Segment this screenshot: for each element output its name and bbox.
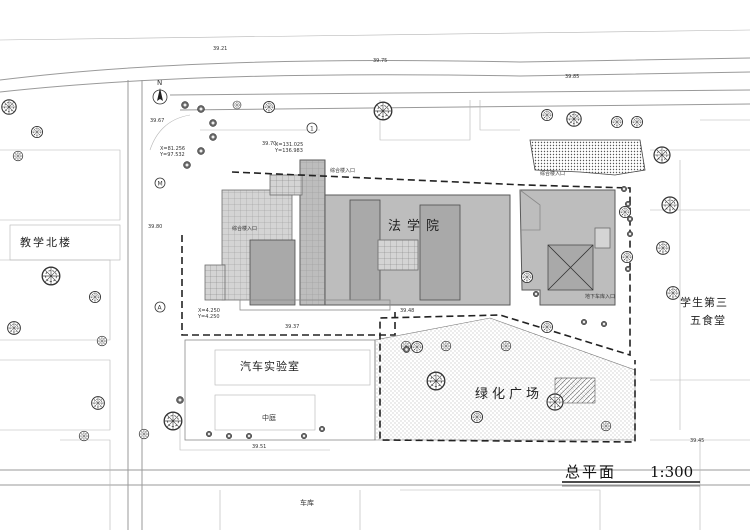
auto-lab-building: [184, 339, 376, 441]
coord-label: X=131.025: [275, 142, 303, 148]
svg-text:A: A: [158, 305, 163, 312]
svg-text:N: N: [157, 79, 162, 87]
drawing-title-block: 总平面 1:300: [562, 463, 700, 487]
site-boundary-line: [231, 171, 636, 443]
north-arrow-icon: N: [152, 79, 168, 105]
green-plaza-area: [374, 317, 636, 441]
elevation-label: 39.67: [150, 118, 164, 124]
cafeteria-label-line2: 五食堂: [690, 313, 726, 327]
teaching-north-building: [9, 224, 121, 261]
garage-entrance-label: 地下车库入口: [585, 293, 615, 300]
auto-lab-label: 汽车实验室: [240, 359, 300, 373]
elevation-label: 39.80: [148, 224, 162, 230]
law-school-complex: [204, 159, 511, 311]
entrance-label-2: 综合楼入口: [232, 225, 257, 232]
elevation-label: 39.70: [262, 141, 276, 147]
small-note: 中庭: [262, 413, 276, 422]
east-building: [519, 189, 616, 306]
cafeteria-label-line1: 学生第三: [680, 295, 728, 309]
elevation-label: 39.51: [252, 444, 266, 450]
elevation-label: 39.21: [213, 46, 227, 52]
coord-label: X=4.250: [198, 308, 220, 314]
survey-background: [0, 29, 750, 530]
svg-text:1: 1: [310, 126, 314, 133]
grid-marker-m: M: [154, 177, 166, 189]
coord-label: Y=4.250: [197, 314, 220, 320]
coord-label: Y=97.532: [159, 152, 185, 158]
entrance-label-1: 综合楼入口: [330, 167, 355, 174]
coord-label: X=81.256: [160, 146, 185, 152]
law-school-label: 法学院: [388, 218, 445, 234]
teaching-north-building-label: 教学北楼: [20, 235, 72, 249]
elevation-label: 39.75: [373, 58, 387, 64]
drawing-scale: 1:300: [650, 463, 693, 481]
elevation-label: 39.45: [690, 438, 704, 444]
grid-marker-1: 1: [306, 122, 318, 134]
green-plaza-label: 绿化广场: [475, 387, 543, 402]
elevation-label: 39.85: [565, 74, 579, 80]
small-note: 车库: [300, 498, 314, 507]
coord-label: Y=136.983: [274, 148, 303, 154]
entrance-label-3: 综合楼入口: [540, 170, 565, 177]
elevation-label: 39.37: [285, 324, 299, 330]
green-grove: [529, 139, 646, 176]
drawing-title: 总平面: [565, 463, 616, 481]
site-boundary-line-west: [181, 235, 396, 336]
elevation-label: 39.48: [400, 308, 414, 314]
grid-marker-a: A: [154, 301, 166, 313]
svg-text:M: M: [158, 181, 163, 188]
